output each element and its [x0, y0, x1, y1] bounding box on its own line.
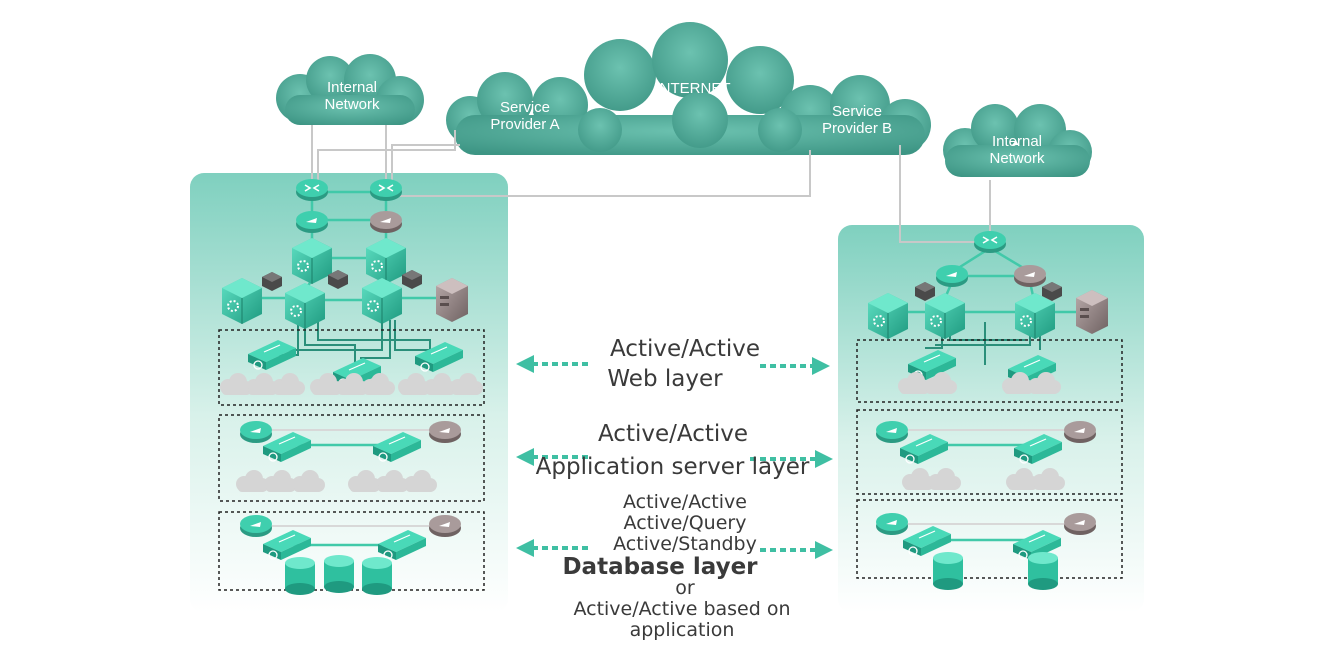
firewall-icon — [370, 211, 402, 233]
cloud-internal-right-line1: Internal — [992, 133, 1042, 150]
left-app-layer-box — [218, 414, 485, 502]
right-app-layer-box — [856, 409, 1123, 495]
firewall-icon — [1014, 265, 1046, 287]
db-alt-line2: application — [629, 619, 735, 641]
firewall-icon — [429, 515, 461, 537]
cloud-internet: INTERNET Service Provider A Service Prov… — [446, 22, 931, 155]
left-datacenter-devices — [218, 178, 485, 595]
router-icon — [295, 178, 329, 202]
router-icon — [973, 230, 1007, 254]
db-mode-3: Active/Standby — [613, 533, 757, 555]
server-icon — [436, 278, 468, 322]
cloud-internal-left-line1: Internal — [327, 79, 377, 96]
firewall-icon — [1064, 513, 1096, 535]
web-layer-name: Web layer — [607, 366, 723, 392]
left-web-layer-box — [218, 329, 485, 406]
firewall-icon — [876, 513, 908, 535]
right-db-layer-box — [856, 499, 1123, 579]
database-icon — [324, 555, 354, 593]
firewall-icon — [429, 421, 461, 443]
right-datacenter-devices — [856, 230, 1123, 590]
cloud-internal-left: Internal Network — [276, 54, 424, 125]
database-icon — [933, 552, 963, 590]
db-alt-line1: Active/Active based on — [573, 598, 791, 620]
db-or: or — [675, 577, 695, 599]
firewall-icon — [876, 421, 908, 443]
app-layer-mode: Active/Active — [597, 421, 749, 447]
wan-links — [311, 125, 991, 243]
firewall-icon — [240, 421, 272, 443]
cloud-internal-left-line2: Network — [324, 96, 380, 113]
firewall-icon — [1064, 421, 1096, 443]
arrow-heads — [516, 355, 833, 559]
arrow-icon-app — [532, 455, 818, 461]
db-layer-name: Database layer — [562, 554, 758, 580]
cloud-provider-b-line2: Provider B — [822, 120, 892, 137]
cloud-internal-right-line2: Network — [989, 150, 1045, 167]
cloud-internal-right: Internal Network — [943, 104, 1092, 177]
cloud-internet-label: INTERNET — [656, 80, 731, 97]
db-mode-2: Active/Query — [623, 512, 747, 534]
app-layer-name: Application server layer — [535, 454, 810, 480]
right-web-layer-box — [856, 339, 1123, 403]
db-mode-1: Active/Active — [623, 491, 747, 513]
firewall-icon — [296, 211, 328, 233]
arrow-icon-web — [532, 362, 815, 368]
right-datacenter-panel — [838, 225, 1144, 613]
web-layer-mode: Active/Active — [609, 336, 761, 362]
cloud-provider-a-line1: Service — [500, 99, 550, 116]
cloud-provider-a-line2: Provider A — [490, 116, 559, 133]
database-icon — [1028, 552, 1058, 590]
firewall-icon — [240, 515, 272, 537]
database-icon — [285, 557, 315, 595]
server-icon — [1076, 290, 1108, 334]
firewall-icon — [936, 265, 968, 287]
router-icon — [369, 178, 403, 202]
cloud-provider-b-line1: Service — [832, 103, 882, 120]
database-icon — [362, 557, 392, 595]
